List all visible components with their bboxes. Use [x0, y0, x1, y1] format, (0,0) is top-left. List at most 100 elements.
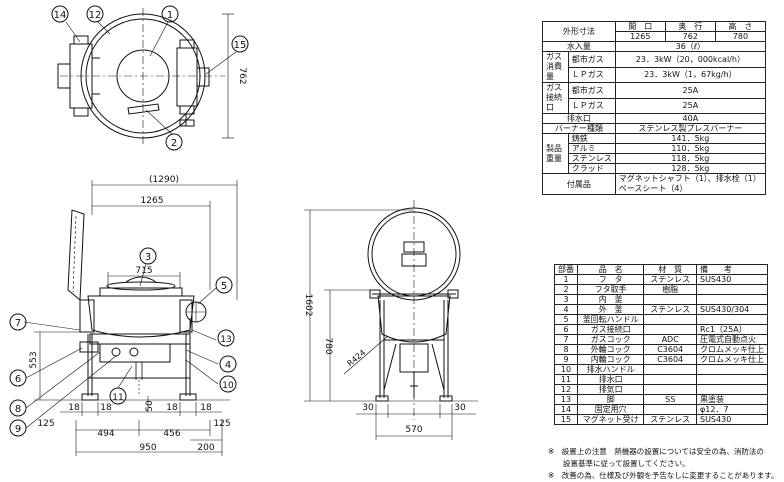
- parts-cell-mat: [643, 324, 697, 335]
- weight-value-cast: 141．5kg: [614, 133, 767, 144]
- weight-type-alu: アルミ: [567, 143, 616, 154]
- parts-cell-no: 6: [554, 324, 578, 335]
- balloon-15: 15: [234, 40, 247, 51]
- drain-label: 排水口: [542, 113, 616, 124]
- parts-cell-name: ガスコック: [576, 334, 645, 345]
- dims-header-depth: 奥 行: [664, 21, 716, 32]
- dim-494: 494: [97, 429, 114, 439]
- parts-cell-mat: [643, 404, 697, 415]
- conn-value-lp: 25A: [614, 97, 767, 114]
- parts-cell-note: [696, 294, 768, 305]
- dim-foot-18c: 18: [166, 403, 178, 413]
- note-line-1: ※ 設置上の注意 熱機器の設置については安全の為、消防法の: [548, 447, 764, 456]
- parts-cell-name: 内 釜: [576, 294, 645, 305]
- balloon-3: 3: [145, 252, 151, 263]
- balloon-6: 6: [15, 374, 21, 385]
- parts-cell-note: 圧電式自動点火: [696, 334, 768, 345]
- balloon-8: 8: [15, 404, 21, 415]
- dims-value-height: 780: [714, 31, 767, 42]
- parts-cell-name: 外輪コック: [576, 344, 645, 355]
- parts-cell-name: 内輪コック: [576, 354, 645, 365]
- dim-depth: 762: [237, 67, 247, 84]
- parts-cell-note: [696, 384, 768, 395]
- acc-value: マグネットシャフト（1）、排水栓（1）ベースシート（4）: [614, 173, 767, 195]
- dim-foot-18b: 18: [100, 403, 112, 413]
- parts-cell-name: 釜回転ハンドル: [576, 314, 645, 325]
- dims-header-height: 高 さ: [714, 21, 767, 32]
- parts-cell-mat: C3604: [643, 344, 697, 355]
- parts-cell-note: クロムメッキ仕上: [696, 354, 768, 365]
- parts-cell-note: SUS430/304: [696, 304, 768, 315]
- water-value: 36（ℓ）: [614, 41, 767, 52]
- dim-950: 950: [139, 443, 156, 453]
- parts-cell-note: SUS430: [696, 274, 768, 285]
- parts-header-note: 備 考: [696, 264, 768, 275]
- balloon-13: 13: [220, 335, 231, 345]
- parts-cell-no: 9: [554, 354, 578, 365]
- conn-type-lp: ＬＰガス: [567, 97, 616, 114]
- balloon-11: 11: [112, 393, 123, 403]
- parts-cell-no: 11: [554, 374, 578, 385]
- parts-cell-no: 4: [554, 304, 578, 315]
- parts-cell-no: 14: [554, 404, 578, 415]
- balloon-1: 1: [167, 10, 173, 21]
- balloon-4: 4: [225, 360, 231, 371]
- parts-cell-no: 1: [554, 274, 578, 285]
- parts-cell-no: 3: [554, 294, 578, 305]
- burner-value: ステンレス製プレスバーナー: [614, 123, 767, 134]
- balloon-10: 10: [222, 381, 234, 391]
- parts-cell-mat: [643, 384, 697, 395]
- dims-value-depth: 762: [664, 31, 716, 42]
- parts-cell-no: 7: [554, 334, 578, 345]
- parts-cell-name: フ タ: [576, 274, 645, 285]
- parts-cell-no: 10: [554, 364, 578, 375]
- parts-header-material: 材 質: [643, 264, 697, 275]
- dim-456: 456: [163, 429, 180, 439]
- burner-label: バーナー種類: [542, 123, 616, 134]
- parts-cell-no: 12: [554, 384, 578, 395]
- dim-r424: R424: [346, 348, 368, 368]
- weight-value-alu: 110．5kg: [614, 143, 767, 154]
- dim-30-right: 30: [454, 403, 466, 413]
- dim-overall: (1290): [149, 175, 179, 185]
- side-view: [304, 200, 478, 440]
- gas-type-lp: ＬＰガス: [567, 66, 616, 83]
- parts-cell-name: 脚: [576, 394, 645, 405]
- water-label: 水入量: [542, 41, 616, 52]
- parts-cell-note: φ12．7: [696, 404, 768, 415]
- front-view: [9, 180, 238, 456]
- parts-cell-mat: [643, 374, 697, 385]
- parts-cell-name: マグネット受け: [576, 414, 645, 425]
- gas-type-city: 都市ガス: [567, 51, 616, 68]
- parts-cell-no: 15: [554, 414, 578, 425]
- dim-125-right: 125: [213, 419, 230, 429]
- dim-50: 50: [145, 400, 155, 412]
- balloon-12: 12: [89, 10, 102, 21]
- parts-cell-note: Rc1（25A）: [696, 324, 768, 335]
- parts-cell-mat: ステンレス: [643, 274, 697, 285]
- parts-cell-note: [696, 374, 768, 385]
- dim-inner: 715: [135, 266, 152, 276]
- weight-type-cast: 鋳鉄: [567, 133, 616, 144]
- dim-125-left: 125: [37, 419, 54, 429]
- balloon-2: 2: [171, 138, 177, 149]
- conn-value-city: 25A: [614, 82, 767, 99]
- gas-value-lp: 23．3kW（1，67kg/h）: [614, 66, 767, 83]
- parts-cell-mat: [643, 294, 697, 305]
- dims-value-width: 1265: [614, 31, 666, 42]
- drain-value: 40A: [614, 113, 767, 124]
